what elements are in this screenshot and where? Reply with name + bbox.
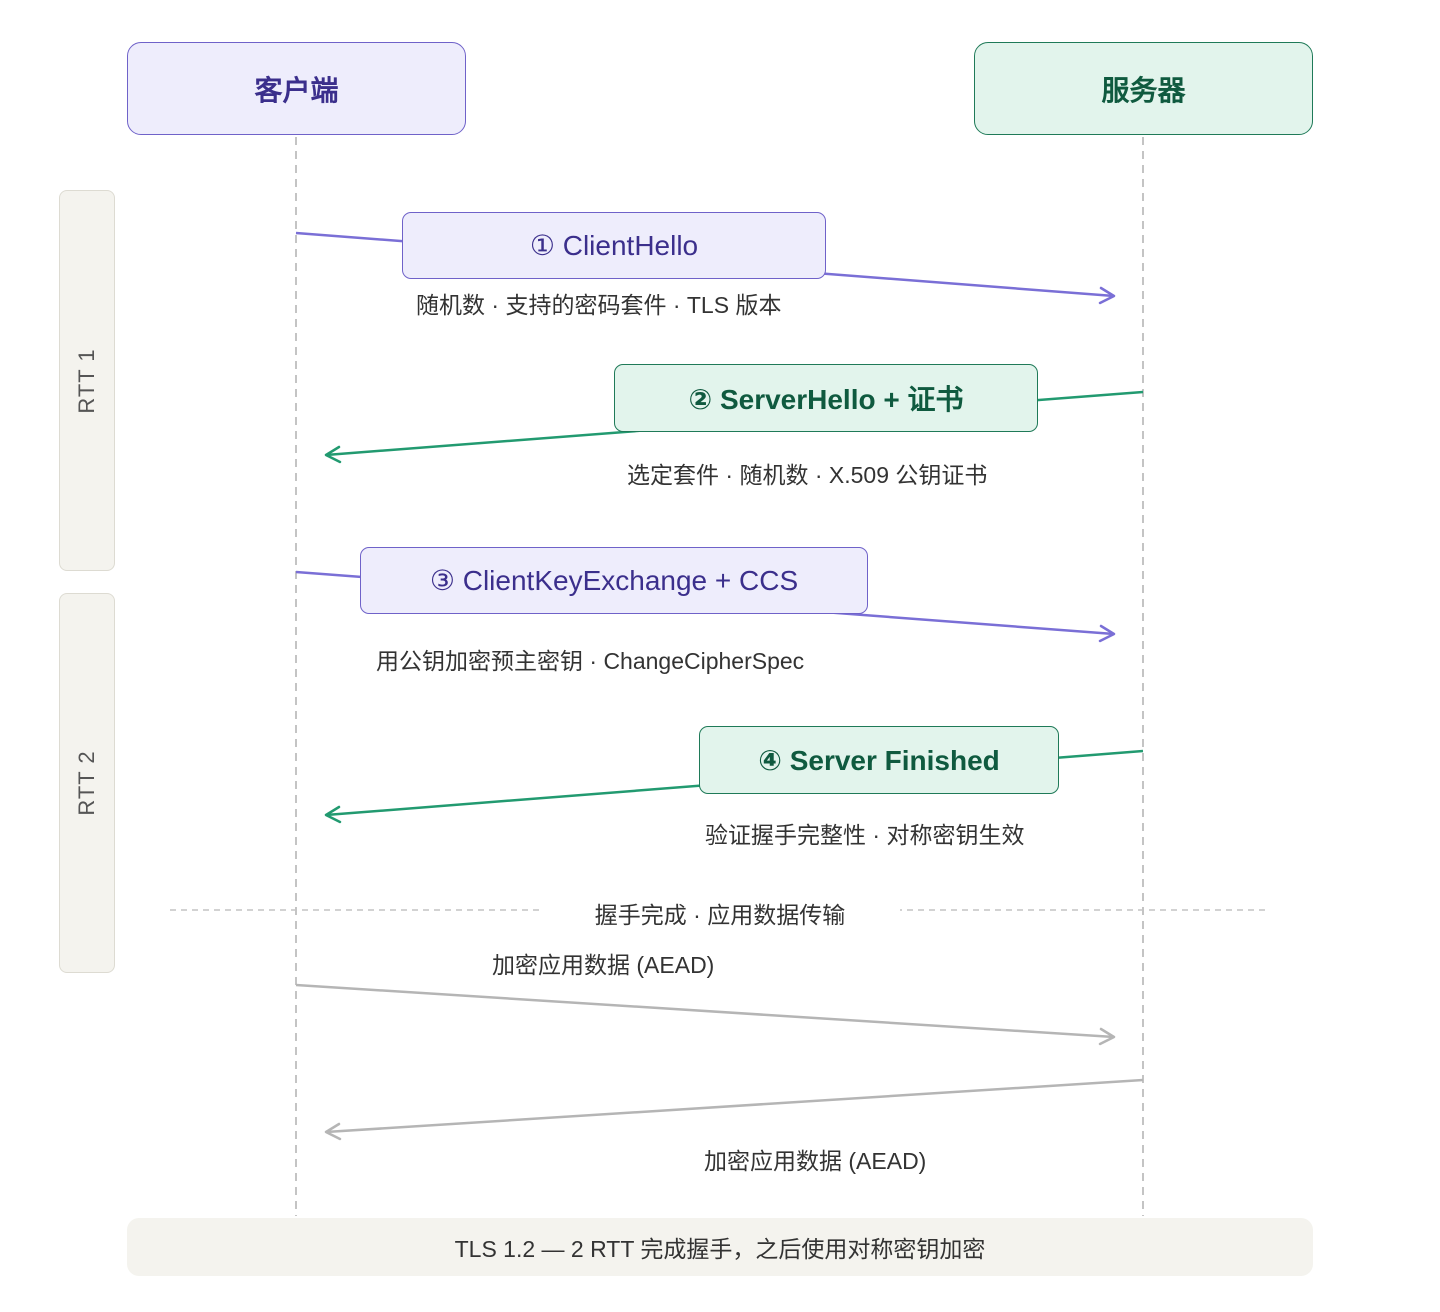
serverhello-label: ② ServerHello + 证书 — [688, 384, 964, 415]
rtt2-bracket: RTT 2 — [59, 593, 115, 973]
footer-caption-text: TLS 1.2 — 2 RTT 完成握手，之后使用对称密钥加密 — [454, 1236, 986, 1262]
app-data-response-note: 加密应用数据 (AEAD) — [704, 1148, 927, 1174]
clienthello-note: 随机数 · 支持的密码套件 · TLS 版本 — [416, 292, 782, 318]
clienthello-box: ① ClientHello — [402, 212, 826, 279]
clientkeyexchange-box: ③ ClientKeyExchange + CCS — [360, 547, 868, 614]
serverhello-arrowhead — [324, 445, 342, 464]
server-finished-box: ④ Server Finished — [699, 726, 1059, 794]
app-data-request-note: 加密应用数据 (AEAD) — [492, 952, 715, 978]
clientkeyexchange-label: ③ ClientKeyExchange + CCS — [429, 565, 799, 596]
handshake-complete-label: 握手完成 · 应用数据传输 — [540, 896, 900, 930]
app-data-request-arrowhead — [1098, 1027, 1116, 1046]
server-actor: 服务器 — [974, 42, 1313, 135]
client-actor-label: 客户端 — [254, 74, 339, 106]
clienthello-arrowhead — [1098, 286, 1116, 305]
app-data-request-arrow — [295, 983, 1115, 1039]
server-actor-label: 服务器 — [1101, 74, 1186, 106]
app-data-response-arrow — [325, 1078, 1144, 1134]
rtt1-bracket: RTT 1 — [59, 190, 115, 571]
rtt2-label: RTT 2 — [74, 750, 99, 816]
clientkeyexchange-arrowhead — [1098, 624, 1116, 643]
clientkeyexchange-note: 用公钥加密预主密钥 · ChangeCipherSpec — [376, 648, 805, 674]
clienthello-label: ① ClientHello — [529, 230, 699, 261]
rtt1-label: RTT 1 — [74, 347, 99, 414]
server-finished-label: ④ Server Finished — [758, 744, 1000, 776]
serverhello-note: 选定套件 · 随机数 · X.509 公钥证书 — [627, 462, 988, 488]
client-actor: 客户端 — [127, 42, 466, 135]
server-finished-arrowhead — [324, 805, 342, 824]
server-finished-note: 验证握手完整性 · 对称密钥生效 — [705, 822, 1025, 848]
footer-caption: TLS 1.2 — 2 RTT 完成握手，之后使用对称密钥加密 — [127, 1218, 1313, 1276]
serverhello-box: ② ServerHello + 证书 — [614, 364, 1038, 432]
app-data-response-arrowhead — [324, 1122, 342, 1141]
